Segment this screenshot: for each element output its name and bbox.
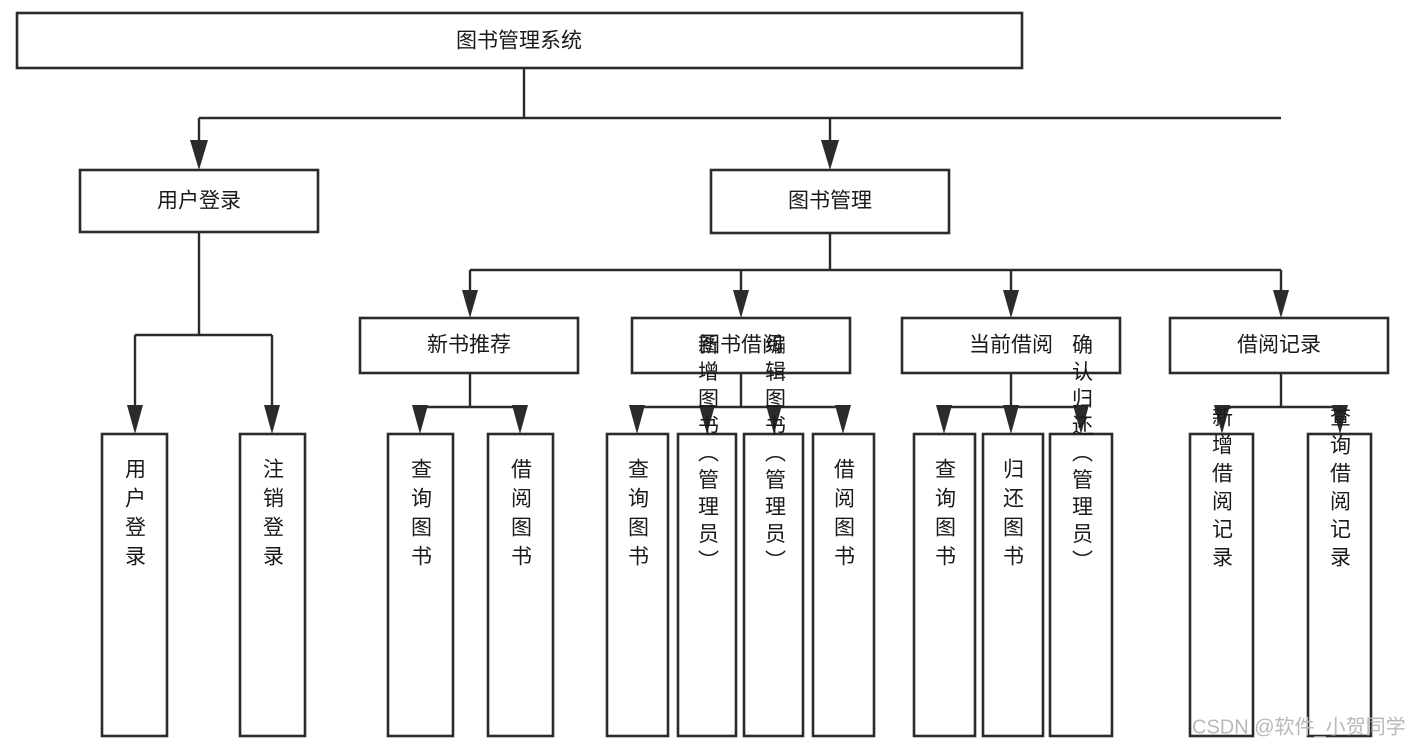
node-borrow-record[interactable]: 借阅记录: [1168, 316, 1390, 375]
node-leaf-confirm-return-box[interactable]: [1048, 432, 1114, 738]
node-new-book-rec[interactable]: 新书推荐: [358, 316, 580, 375]
node-leaf-confirm-return-label: 确认归还（管理员）: [1070, 334, 1094, 577]
arrow-head-login-to-leaf2: [264, 405, 280, 434]
arrow-head-newbook-to-leaf2: [512, 405, 528, 434]
node-leaf-logout[interactable]: 注销登录: [238, 432, 307, 738]
node-login-box[interactable]: [78, 168, 320, 234]
node-leaf-query-book-1[interactable]: 查询图书: [386, 432, 455, 738]
connector-group-root: [190, 68, 1281, 170]
arrow-head-login-to-leaf1: [127, 405, 143, 434]
node-current-borrow[interactable]: 当前借阅: [900, 316, 1122, 375]
node-book-mgmt-label: 图书管理: [788, 190, 872, 213]
arrow-head-bookborrow-to-leaf3: [766, 405, 782, 434]
node-book-mgmt-box[interactable]: [709, 168, 951, 235]
arrow-head-bookborrow-to-leaf1: [629, 405, 645, 434]
node-leaf-add-book[interactable]: 新增图书（管理员）: [676, 334, 738, 738]
node-leaf-query-record-label: 查询借阅记录: [1328, 406, 1352, 574]
node-login[interactable]: 用户登录: [78, 168, 320, 234]
arrow-head-bookmgmt-to-borrow: [733, 290, 749, 318]
node-leaf-borrow-book-2-box[interactable]: [811, 432, 876, 738]
node-current-borrow-label: 当前借阅: [969, 334, 1053, 357]
arrow-head-bookmgmt-to-newbook: [462, 290, 478, 318]
node-book-mgmt[interactable]: 图书管理: [709, 168, 951, 235]
connector-group-currentborrow: [936, 373, 1089, 434]
node-leaf-borrow-book-1-label: 借阅图书: [509, 458, 533, 574]
node-leaf-add-record-label: 新增借阅记录: [1210, 406, 1234, 574]
node-new-book-rec-box[interactable]: [358, 316, 580, 375]
node-leaf-user-login[interactable]: 用户登录: [100, 432, 169, 738]
node-leaf-add-record[interactable]: 新增借阅记录: [1188, 406, 1255, 738]
node-leaf-query-book-1-box[interactable]: [386, 432, 455, 738]
node-leaf-query-record-box[interactable]: [1306, 432, 1373, 738]
node-leaf-user-login-label: 用户登录: [123, 458, 147, 574]
watermark-label: CSDN @软件_小贺同学: [1192, 715, 1405, 738]
node-leaf-query-book-3-label: 查询图书: [933, 458, 957, 574]
arrow-head-currentborrow-to-leaf1: [936, 405, 952, 434]
connector-group-bookborrow: [629, 373, 851, 434]
arrow-head-bookmgmt-to-current: [1003, 290, 1019, 318]
node-leaf-user-login-box[interactable]: [100, 432, 169, 738]
node-leaf-edit-book[interactable]: 编辑图书（管理员）: [742, 334, 805, 738]
arrow-head-borrowrecord-to-leaf1: [1214, 405, 1230, 434]
node-leaf-confirm-return[interactable]: 确认归还（管理员）: [1048, 334, 1114, 738]
node-leaf-query-book-1-label: 查询图书: [409, 458, 433, 574]
arrow-head-currentborrow-to-leaf3: [1073, 405, 1089, 434]
node-leaf-return-book[interactable]: 归还图书: [981, 432, 1045, 738]
node-leaf-add-book-label: 新增图书（管理员）: [696, 334, 720, 577]
node-new-book-rec-label: 新书推荐: [427, 334, 511, 357]
node-leaf-query-book-2-label: 查询图书: [626, 458, 650, 574]
node-leaf-query-book-2-box[interactable]: [605, 432, 670, 738]
node-leaf-add-book-box[interactable]: [676, 432, 738, 738]
arrow-head-bookborrow-to-leaf4: [835, 405, 851, 434]
node-login-label: 用户登录: [157, 190, 241, 213]
node-leaf-query-book-2[interactable]: 查询图书: [605, 432, 670, 738]
node-leaf-borrow-book-2-label: 借阅图书: [832, 458, 856, 574]
arrow-head-currentborrow-to-leaf2: [1003, 405, 1019, 434]
node-leaf-add-record-box[interactable]: [1188, 432, 1255, 738]
node-borrow-record-label: 借阅记录: [1237, 334, 1321, 357]
connector-group-bookmgmt: [462, 233, 1289, 318]
node-leaf-query-book-3-box[interactable]: [912, 432, 977, 738]
node-current-borrow-box[interactable]: [900, 316, 1122, 375]
node-book-borrow-label: 图书借阅: [699, 334, 783, 357]
node-leaf-query-book-3[interactable]: 查询图书: [912, 432, 977, 738]
node-borrow-record-box[interactable]: [1168, 316, 1390, 375]
arrow-head-bookborrow-to-leaf2: [699, 405, 715, 434]
node-leaf-edit-book-label: 编辑图书（管理员）: [763, 334, 787, 577]
node-leaf-return-book-box[interactable]: [981, 432, 1045, 738]
node-leaf-query-record[interactable]: 查询借阅记录: [1306, 406, 1373, 738]
arrow-head-bookmgmt-to-record: [1273, 290, 1289, 318]
arrow-head-root-to-bookmgmt: [821, 140, 839, 170]
node-leaf-borrow-book-1-box[interactable]: [486, 432, 555, 738]
node-leaf-edit-book-box[interactable]: [742, 432, 805, 738]
arrow-head-root-to-login: [190, 140, 208, 170]
node-root[interactable]: 图书管理系统: [15, 11, 1024, 70]
connector-group-newbook: [412, 373, 528, 434]
node-leaf-logout-label: 注销登录: [261, 458, 285, 574]
connector-group-login: [127, 232, 280, 434]
arrow-head-newbook-to-leaf1: [412, 405, 428, 434]
node-book-borrow[interactable]: 图书借阅: [630, 316, 852, 375]
node-leaf-borrow-book-2[interactable]: 借阅图书: [811, 432, 876, 738]
connector-group-borrowrecord: [1214, 373, 1348, 434]
node-leaf-logout-box[interactable]: [238, 432, 307, 738]
node-leaf-borrow-book-1[interactable]: 借阅图书: [486, 432, 555, 738]
arrow-head-borrowrecord-to-leaf2: [1332, 405, 1348, 434]
node-leaf-return-book-label: 归还图书: [1001, 458, 1025, 574]
node-root-label: 图书管理系统: [456, 30, 582, 53]
node-root-box[interactable]: [15, 11, 1024, 70]
node-book-borrow-box[interactable]: [630, 316, 852, 375]
